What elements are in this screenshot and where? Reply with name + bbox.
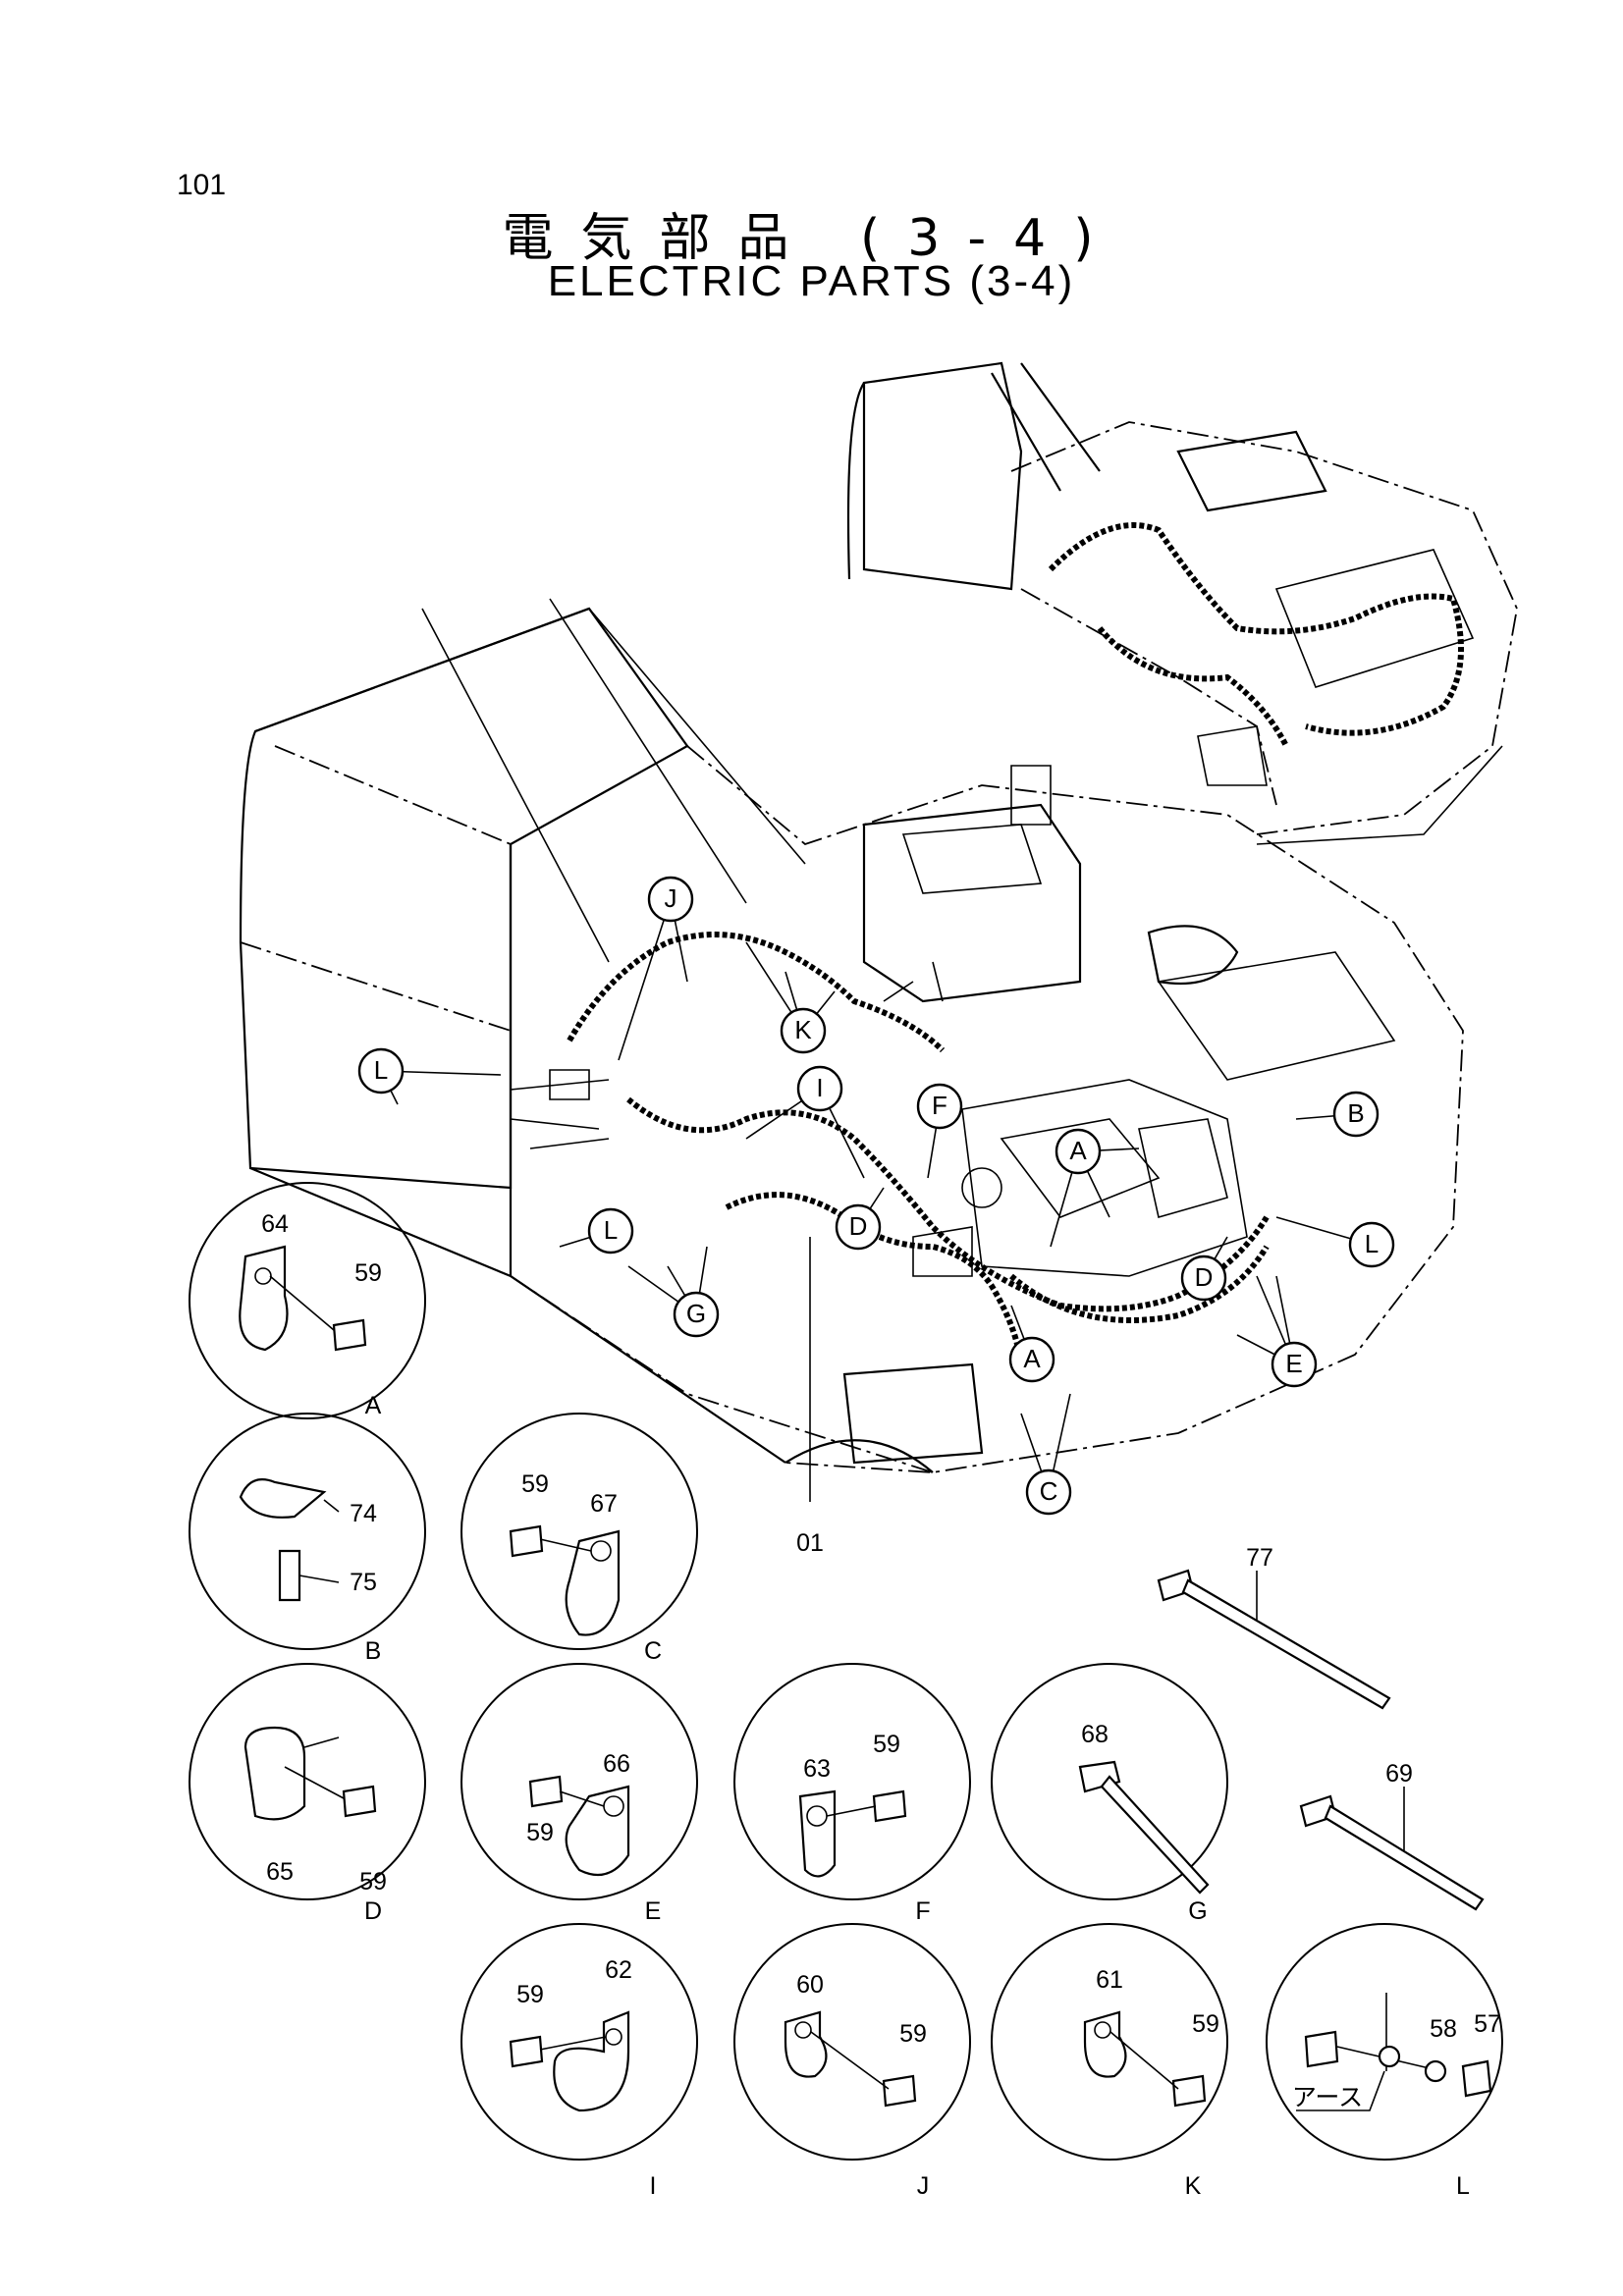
detail-L: アース 58 57 L xyxy=(1266,1923,1503,2200)
svg-text:D: D xyxy=(364,1897,382,1925)
callout-A: A xyxy=(1008,1336,1055,1383)
svg-text:F: F xyxy=(932,1091,947,1120)
svg-text:59: 59 xyxy=(354,1259,382,1287)
callout-A: A xyxy=(1055,1128,1102,1175)
callout-E: E xyxy=(1271,1341,1318,1388)
callout-L: L xyxy=(357,1047,405,1095)
svg-text:E: E xyxy=(645,1897,662,1925)
svg-text:66: 66 xyxy=(603,1750,630,1778)
svg-text:59: 59 xyxy=(359,1868,387,1896)
svg-text:C: C xyxy=(1040,1476,1058,1506)
callout-L: L xyxy=(587,1207,634,1255)
svg-text:62: 62 xyxy=(605,1956,632,1984)
detail-J: 60 59 J xyxy=(733,1923,971,2200)
detail-E: 66 59 E xyxy=(460,1663,698,1925)
svg-text:75: 75 xyxy=(350,1569,377,1596)
svg-text:D: D xyxy=(849,1211,868,1241)
svg-text:57: 57 xyxy=(1474,2010,1501,2038)
callout-K: K xyxy=(780,1007,827,1054)
svg-text:B: B xyxy=(365,1637,382,1665)
title-english: ELECTRIC PARTS (3-4) xyxy=(547,257,1076,305)
svg-text:C: C xyxy=(644,1637,662,1665)
callout-G: G xyxy=(673,1291,720,1338)
svg-text:A: A xyxy=(1069,1136,1087,1165)
detail-D: 65 59 D xyxy=(189,1663,426,1925)
svg-text:59: 59 xyxy=(899,2020,927,2048)
svg-text:60: 60 xyxy=(796,1971,824,1999)
detail-I: 59 62 I xyxy=(460,1923,698,2200)
cable-tie-77: 77 xyxy=(1157,1544,1391,1710)
detail-B: 74 75 B xyxy=(189,1413,426,1665)
detail-A: 64 59 A xyxy=(189,1182,426,1419)
svg-text:アース: アース xyxy=(1292,2084,1363,2111)
svg-text:58: 58 xyxy=(1430,2015,1457,2043)
svg-text:59: 59 xyxy=(526,1819,554,1846)
svg-text:64: 64 xyxy=(261,1210,289,1238)
callout-I: I xyxy=(796,1065,843,1112)
page-number: 101 xyxy=(177,169,227,201)
svg-text:J: J xyxy=(665,883,677,913)
callouts: J K L I F A B D L G D E A C L xyxy=(357,876,1395,1516)
svg-text:69: 69 xyxy=(1385,1760,1413,1788)
svg-text:E: E xyxy=(1285,1349,1302,1378)
svg-text:63: 63 xyxy=(803,1755,831,1783)
title-japanese: 電気部品 (3-4) xyxy=(502,209,1121,268)
callout-B: B xyxy=(1332,1091,1380,1138)
svg-text:74: 74 xyxy=(350,1500,377,1527)
svg-text:G: G xyxy=(1188,1897,1207,1925)
svg-text:61: 61 xyxy=(1096,1966,1123,1994)
svg-text:67: 67 xyxy=(590,1490,618,1518)
svg-text:A: A xyxy=(365,1392,382,1419)
harness-label: 01 xyxy=(796,1529,824,1557)
detail-K: 61 59 K xyxy=(991,1923,1228,2200)
svg-text:59: 59 xyxy=(873,1731,900,1758)
svg-text:59: 59 xyxy=(521,1470,549,1498)
svg-text:L: L xyxy=(604,1215,618,1245)
callout-D: D xyxy=(835,1203,882,1251)
main-machine-view xyxy=(239,598,1464,1473)
detail-F: 63 59 F xyxy=(733,1663,971,1925)
svg-text:77: 77 xyxy=(1246,1544,1273,1572)
callout-J: J xyxy=(647,876,694,923)
svg-text:A: A xyxy=(1023,1344,1041,1373)
callout-L: L xyxy=(1348,1221,1395,1268)
svg-text:F: F xyxy=(915,1897,930,1925)
svg-text:I: I xyxy=(816,1073,823,1102)
svg-text:L: L xyxy=(374,1055,388,1085)
svg-text:K: K xyxy=(794,1015,812,1044)
cable-tie-69: 69 xyxy=(1299,1760,1485,1911)
callout-D: D xyxy=(1180,1255,1227,1302)
callout-C: C xyxy=(1025,1468,1072,1516)
svg-text:65: 65 xyxy=(266,1858,294,1886)
detail-C: 59 67 C xyxy=(460,1413,698,1665)
svg-text:J: J xyxy=(917,2172,930,2200)
svg-text:59: 59 xyxy=(1192,2010,1219,2038)
svg-text:68: 68 xyxy=(1081,1721,1109,1748)
inset-machine-view xyxy=(846,361,1518,845)
svg-text:L: L xyxy=(1365,1229,1379,1258)
svg-text:G: G xyxy=(686,1299,706,1328)
leader-lines xyxy=(380,898,1373,1502)
detail-G: 68 G xyxy=(991,1663,1228,1925)
svg-text:I: I xyxy=(650,2172,657,2200)
callout-F: F xyxy=(916,1083,963,1130)
svg-text:59: 59 xyxy=(516,1981,544,2008)
svg-text:K: K xyxy=(1185,2172,1202,2200)
svg-text:B: B xyxy=(1347,1098,1364,1128)
svg-text:L: L xyxy=(1456,2172,1470,2200)
svg-text:D: D xyxy=(1195,1262,1214,1292)
